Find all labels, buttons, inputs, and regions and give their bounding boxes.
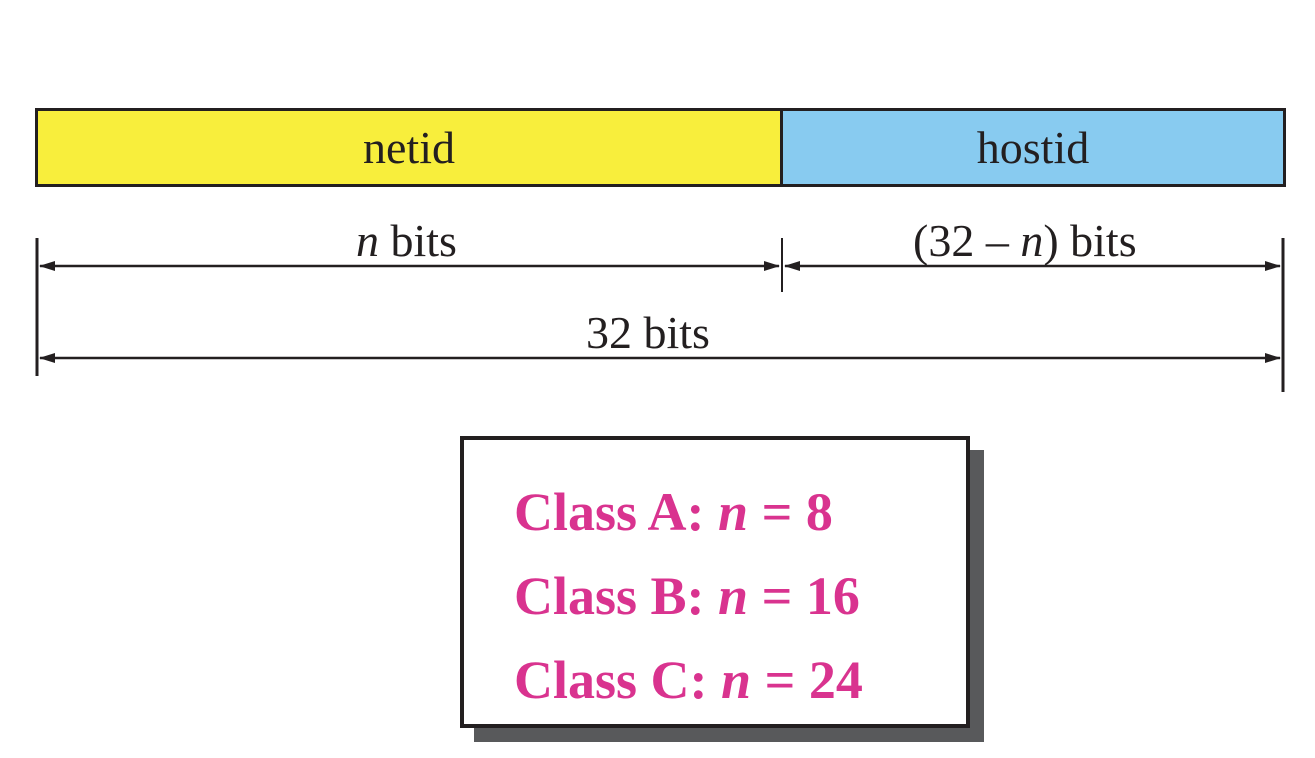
netid-width-label: n bits <box>356 215 457 266</box>
class-c-line: Class C: n = 24 <box>514 650 863 710</box>
netid-label: netid <box>363 121 455 173</box>
class-a-line: Class A: n = 8 <box>514 482 833 542</box>
dimension-lines <box>35 238 1285 392</box>
netid-field: netid <box>35 108 783 187</box>
total-width-label: 32 bits <box>586 307 710 358</box>
hostid-field: hostid <box>780 108 1286 187</box>
hostid-label: hostid <box>976 121 1090 173</box>
hostid-width-label: (32 – n) bits <box>913 215 1137 266</box>
class-legend-box: Class A: n = 8 Class B: n = 16 Class C: … <box>460 436 970 728</box>
class-b-line: Class B: n = 16 <box>514 566 860 626</box>
